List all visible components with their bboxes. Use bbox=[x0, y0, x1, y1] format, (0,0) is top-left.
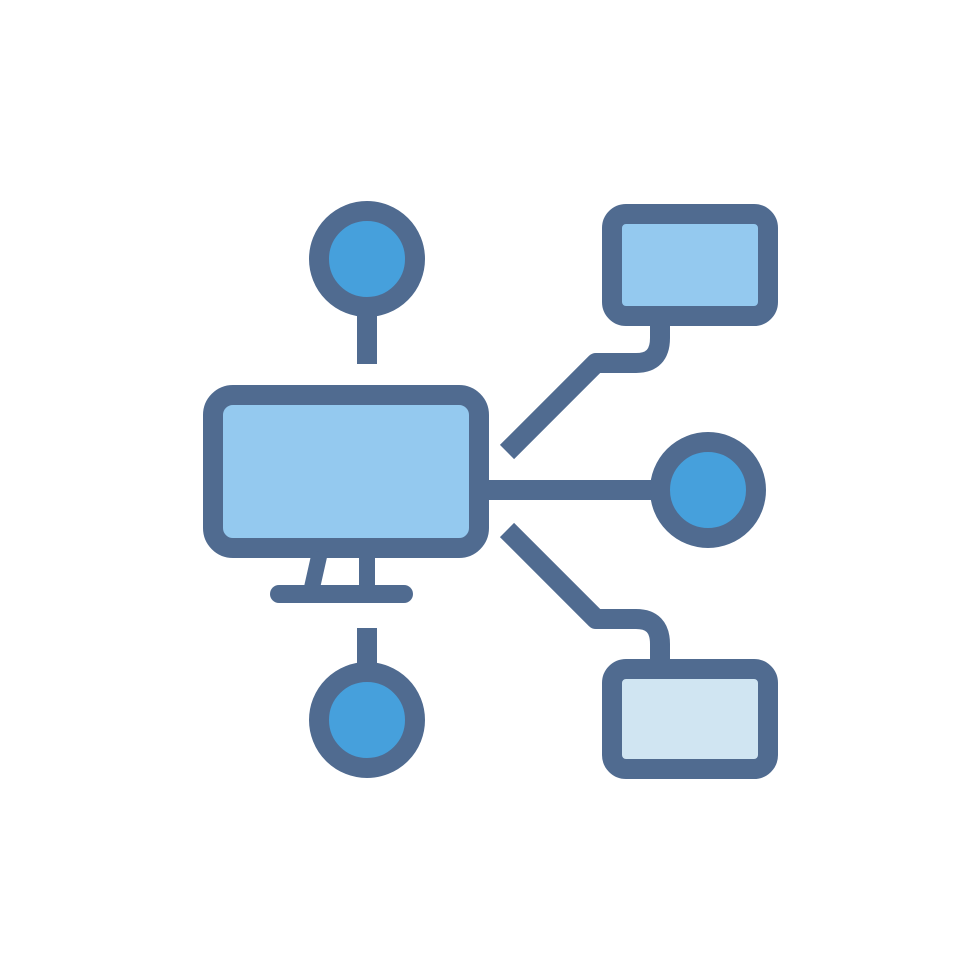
top-right-panel-icon bbox=[602, 204, 778, 326]
top-node-icon bbox=[309, 201, 425, 364]
right-node-icon bbox=[650, 432, 766, 548]
connector-lines bbox=[480, 320, 670, 662]
monitor-icon bbox=[203, 385, 489, 603]
bottom-right-panel-icon bbox=[602, 659, 778, 779]
bottom-node-icon bbox=[309, 628, 425, 778]
